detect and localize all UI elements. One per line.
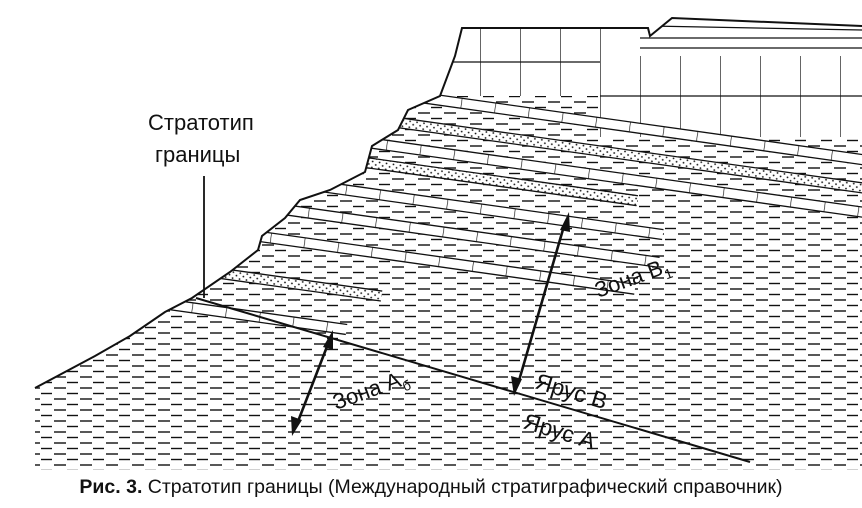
rock-strata (35, 18, 862, 470)
stratotype-label-line2: границы (155, 142, 240, 167)
stratotype-label-line1: Стратотип (148, 110, 254, 135)
zone-a-arrow (291, 330, 333, 436)
figure-caption-text: Стратотип границы (Международный стратиг… (147, 476, 783, 498)
zone-b-arrow (511, 212, 570, 396)
slope-outline (34, 16, 862, 389)
stage-boundary-line (195, 297, 751, 463)
figure-caption-prefix: Рис. 3. (79, 476, 143, 498)
figure-caption: Рис. 3. Стратотип границы (Международный… (0, 476, 862, 499)
strata-bands (48, 88, 862, 336)
stratotype-diagram: Стратотип границы Зона В1 Зона Аб Ярус В… (34, 16, 862, 470)
